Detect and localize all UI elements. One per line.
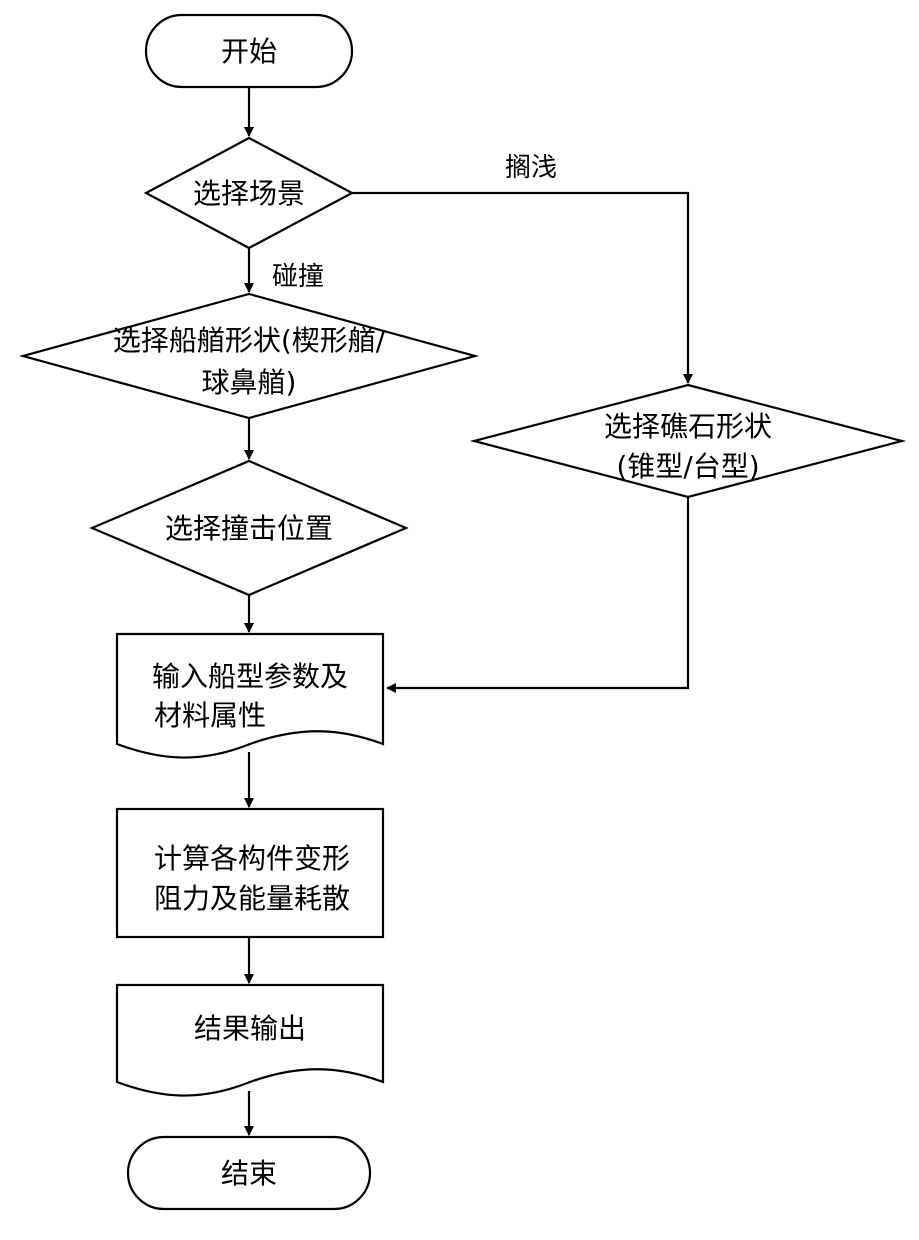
grounding-label: 搁浅 [505,153,557,183]
select-reef-label-2: (锥型/台型) [616,450,759,483]
arrow-reef-to-input [386,497,690,693]
select-reef-label-1: 选择礁石形状 [604,410,772,443]
select-position-decision: 选择撞击位置 [89,459,409,597]
select-scene-decision: 选择场景 [143,136,355,250]
select-bow-decision: 选择船艏形状(楔形艏/ 球鼻艏) [18,292,480,420]
input-params-label-2: 材料属性 [154,699,266,732]
end-node: 结束 [126,1135,372,1211]
compute-process: 计算各构件变形 阻力及能量耗散 [115,807,385,939]
input-params-label-1: 输入船型参数及 [152,660,348,693]
start-node: 开始 [144,13,354,89]
select-position-label: 选择撞击位置 [165,512,333,545]
select-bow-label-2: 球鼻艏) [202,366,297,399]
select-bow-label-1: 选择船艏形状(楔形艏/ [113,324,386,357]
compute-label-1: 计算各构件变形 [154,842,350,875]
select-scene-label: 选择场景 [193,177,305,210]
output-label: 结果输出 [194,1012,306,1045]
select-reef-decision: 选择礁石形状 (锥型/台型) [469,383,907,499]
input-params-document: 输入船型参数及 材料属性 [115,632,385,759]
compute-label-2: 阻力及能量耗散 [154,882,350,915]
arrow-scene-to-reef [352,191,693,384]
end-label: 结束 [221,1157,277,1190]
collision-label: 碰撞 [272,262,324,292]
output-document: 结果输出 [115,983,385,1097]
start-label: 开始 [221,35,277,68]
